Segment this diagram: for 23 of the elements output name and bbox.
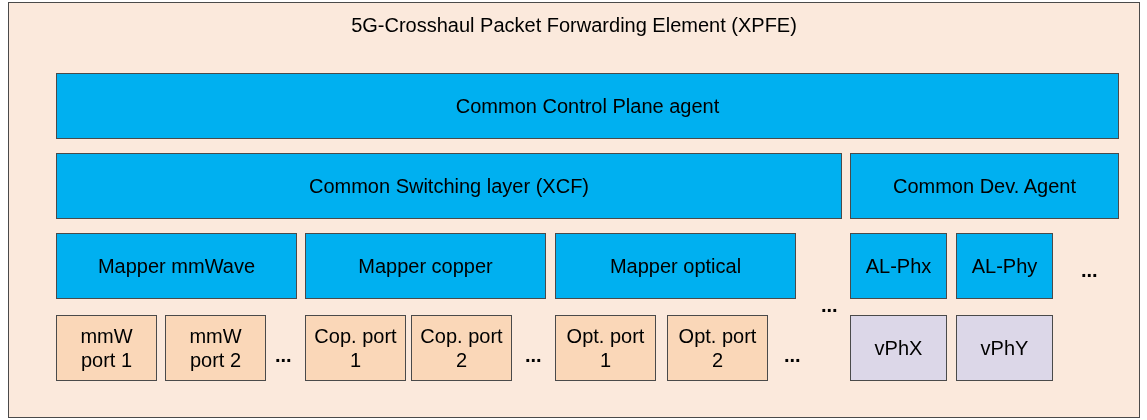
ellipsis-mark: ...: [275, 343, 292, 367]
frame-title: 5G-Crosshaul Packet Forwarding Element (XPFE): [350, 13, 798, 37]
ellipsis-mark: ...: [1081, 258, 1098, 282]
ellipsis-mark: ...: [784, 343, 801, 367]
port-box: Cop. port 1: [305, 315, 406, 381]
element-frame: [8, 2, 1140, 418]
ellipsis-mark: ...: [525, 343, 542, 367]
mapper-box: Mapper copper: [305, 233, 546, 299]
adaptation-layer-box: AL-Phx: [850, 233, 947, 299]
virtual-port-box: vPhY: [956, 315, 1053, 381]
port-box: Opt. port 2: [667, 315, 768, 381]
mapper-box: Mapper optical: [555, 233, 796, 299]
adaptation-layer-box: AL-Phy: [956, 233, 1053, 299]
ellipsis-mark: ...: [821, 293, 838, 317]
virtual-port-box: vPhX: [850, 315, 947, 381]
control-plane-box: Common Control Plane agent: [56, 73, 1119, 139]
port-box: Opt. port 1: [555, 315, 656, 381]
switching-layer-box: Common Switching layer (XCF): [56, 153, 842, 219]
port-box: mmW port 2: [165, 315, 266, 381]
agent-box: Common Dev. Agent: [850, 153, 1119, 219]
port-box: Cop. port 2: [411, 315, 512, 381]
mapper-box: Mapper mmWave: [56, 233, 297, 299]
port-box: mmW port 1: [56, 315, 157, 381]
